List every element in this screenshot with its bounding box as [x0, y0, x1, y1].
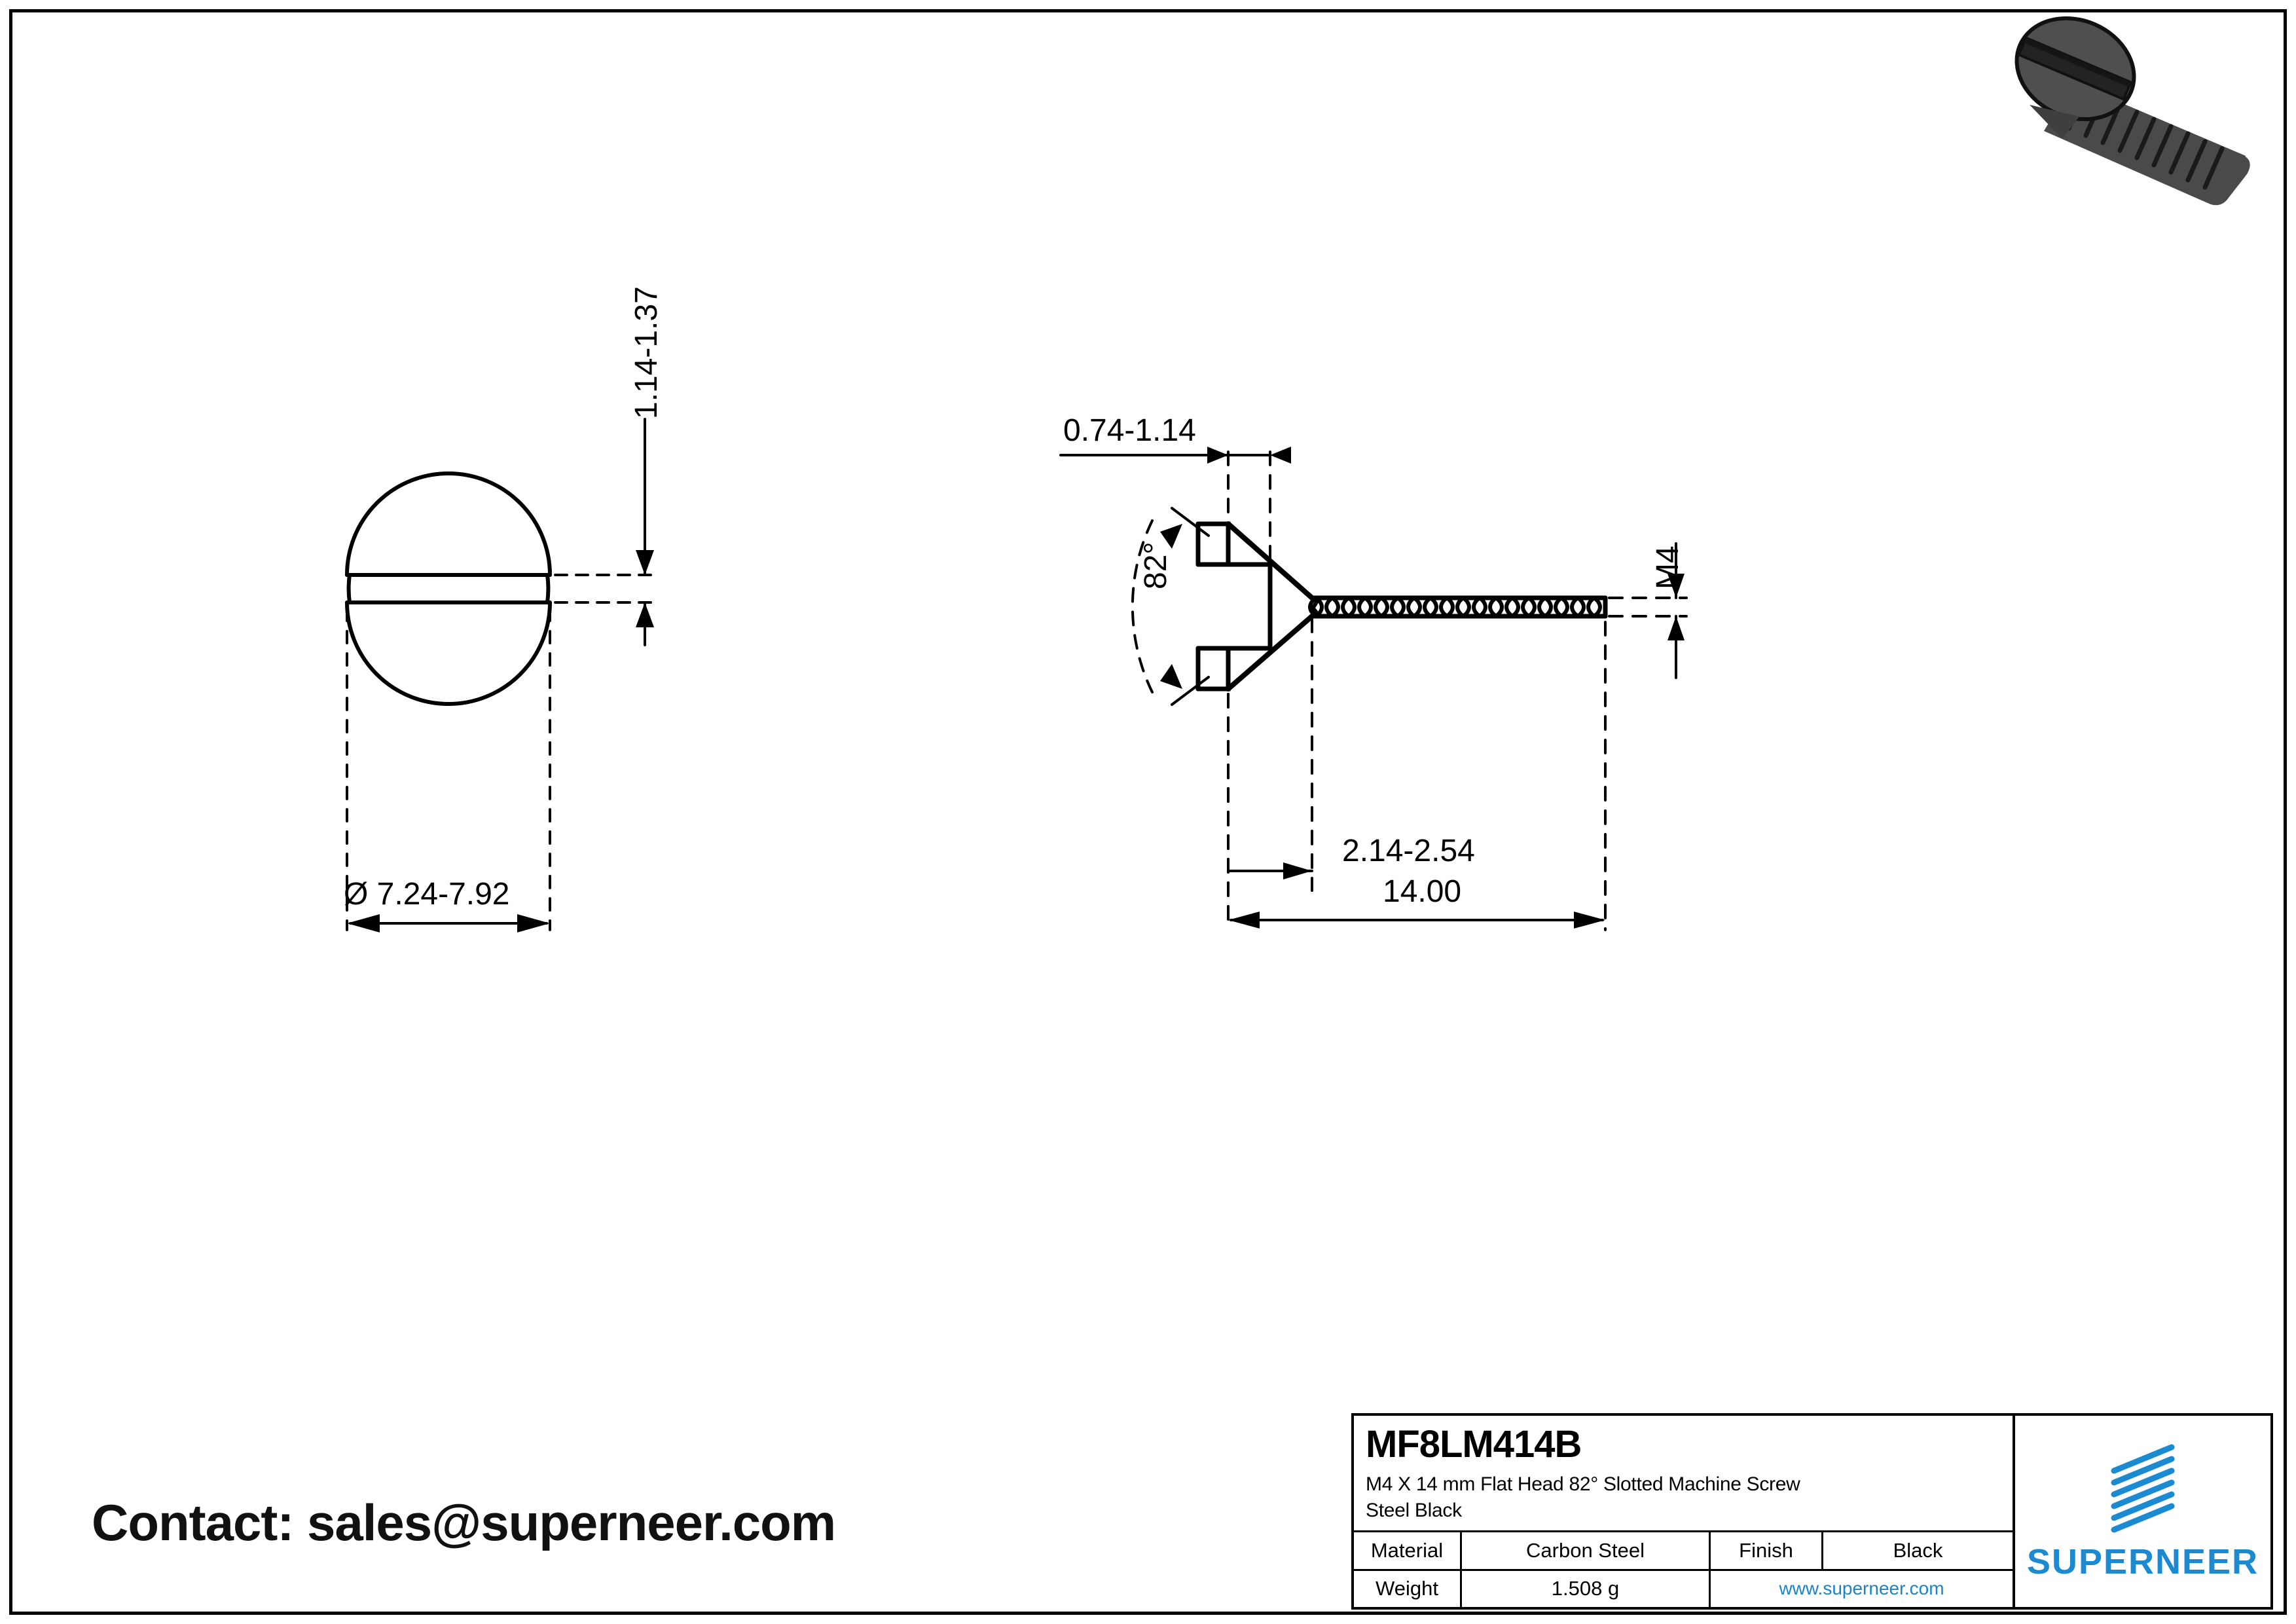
thread-diameter-label: M4 [1650, 545, 1685, 589]
weight-value: 1.508 g [1462, 1570, 1711, 1607]
head-diameter-dimension-label: Ø 7.24-7.92 [344, 877, 510, 912]
finish-value: Black [1893, 1538, 1943, 1562]
brand-name: SUPERNEER [2026, 1542, 2259, 1581]
contact-text: Contact: sales@superneer.com [92, 1494, 836, 1551]
length-dimension-label: 14.00 [1383, 874, 1462, 909]
brand-area: SUPERNEER [2015, 1416, 2270, 1607]
slot-depth-dimension-label: 0.74-1.14 [1063, 413, 1196, 448]
website-link[interactable]: www.superneer.com [1779, 1578, 1944, 1599]
superneer-logo-icon [2111, 1444, 2175, 1533]
part-info: MF8LM414B M4 X 14 mm Flat Head 82° Slott… [1354, 1416, 2013, 1532]
finish-label: Finish [1711, 1532, 1823, 1569]
countersink-angle-label: 82° [1139, 542, 1173, 589]
weight-row: Weight 1.508 g www.superneer.com [1354, 1570, 2013, 1607]
title-block-left: MF8LM414B M4 X 14 mm Flat Head 82° Slott… [1354, 1416, 2015, 1607]
description-line-2: Steel Black [1366, 1499, 1462, 1521]
material-row: Material Carbon Steel Finish Black [1354, 1532, 2013, 1571]
material-value: Carbon Steel [1462, 1532, 1711, 1569]
material-label: Material [1354, 1532, 1462, 1569]
head-slot-width-dimension-label: 1.14-1.37 [629, 286, 664, 419]
weight-label: Weight [1354, 1570, 1462, 1607]
head-height-dimension-label: 2.14-2.54 [1342, 834, 1475, 868]
description-line-1: M4 X 14 mm Flat Head 82° Slotted Machine… [1366, 1473, 1800, 1496]
sheet-border [9, 9, 2287, 1615]
part-number: MF8LM414B [1366, 1423, 1582, 1466]
title-block: MF8LM414B M4 X 14 mm Flat Head 82° Slott… [1351, 1413, 2273, 1610]
part-description: M4 X 14 mm Flat Head 82° Slotted Machine… [1366, 1471, 2001, 1523]
